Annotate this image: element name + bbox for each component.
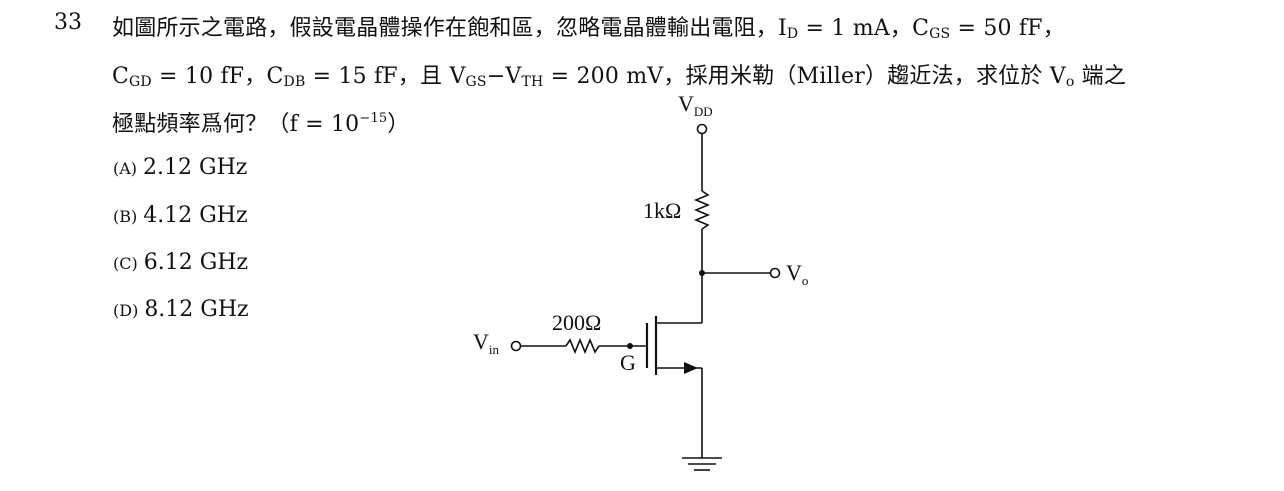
stem-text: = 15 fF，且 V — [305, 64, 466, 89]
option-a[interactable]: (A) 2.12 GHz — [113, 155, 247, 180]
stem-text: = 1 mA，C — [798, 16, 930, 41]
option-text: 8.12 GHz — [144, 297, 249, 322]
gate-node-dot — [627, 343, 633, 349]
option-label: (B) — [113, 207, 138, 226]
vin-terminal — [510, 340, 522, 352]
stem-text: = 10 fF，C — [151, 64, 284, 89]
drain-resistor-label: 1kΩ — [643, 198, 681, 223]
stem-text: = 200 mV，採用米勒（Miller）趨近法，求位於 V — [543, 64, 1066, 89]
stem-subscript: D — [786, 26, 799, 42]
question-stem-line-2: CGD = 10 fF，CDB = 15 fF，且 VGS−VTH = 200 … — [112, 58, 1126, 90]
gate-resistor — [565, 337, 600, 355]
vdd-terminal — [696, 123, 708, 135]
option-text: 2.12 GHz — [143, 155, 248, 180]
vin-label: Vin — [473, 329, 500, 357]
drain-resistor — [693, 190, 711, 230]
gate-label: G — [620, 350, 636, 375]
option-text: 4.12 GHz — [143, 203, 248, 228]
option-text: 6.12 GHz — [143, 250, 249, 275]
stem-text: 端之 — [1074, 64, 1127, 89]
stem-text: 如圖所示之電路，假設電晶體操作在飽和區，忽略電晶體輸出電阻，I — [112, 16, 787, 41]
vout-label: Vo — [786, 260, 808, 288]
option-label: (D) — [113, 301, 139, 320]
option-b[interactable]: (B) 4.12 GHz — [113, 203, 248, 228]
stem-text: −V — [486, 64, 522, 89]
stem-subscript: GD — [129, 74, 152, 90]
stem-subscript: o — [1065, 74, 1075, 90]
stem-text: ） — [387, 112, 410, 137]
stem-text: = 50 fF， — [950, 16, 1065, 41]
stem-superscript: −15 — [359, 111, 388, 126]
stem-text: 極點頻率爲何？（f = 10 — [112, 112, 360, 137]
gate-resistor-label: 200Ω — [552, 310, 601, 335]
question-number: 33 — [54, 10, 82, 35]
option-label: (A) — [113, 159, 138, 178]
option-label: (C) — [113, 254, 138, 273]
stem-subscript: DB — [283, 74, 306, 90]
vdd-label: VDD — [678, 91, 713, 119]
stem-subscript: GS — [465, 74, 487, 90]
question-stem-line-3: 極點頻率爲何？（f = 10−15） — [112, 106, 410, 138]
stem-subscript: GS — [929, 26, 951, 42]
stem-subscript: TH — [521, 74, 544, 90]
source-arrow-icon — [684, 362, 698, 374]
question-stem-line-1: 如圖所示之電路，假設電晶體操作在飽和區，忽略電晶體輸出電阻，ID = 1 mA，… — [112, 10, 1065, 42]
vout-terminal — [769, 267, 781, 279]
option-c[interactable]: (C) 6.12 GHz — [113, 250, 248, 275]
stem-text: C — [112, 64, 130, 89]
option-d[interactable]: (D) 8.12 GHz — [113, 297, 249, 322]
